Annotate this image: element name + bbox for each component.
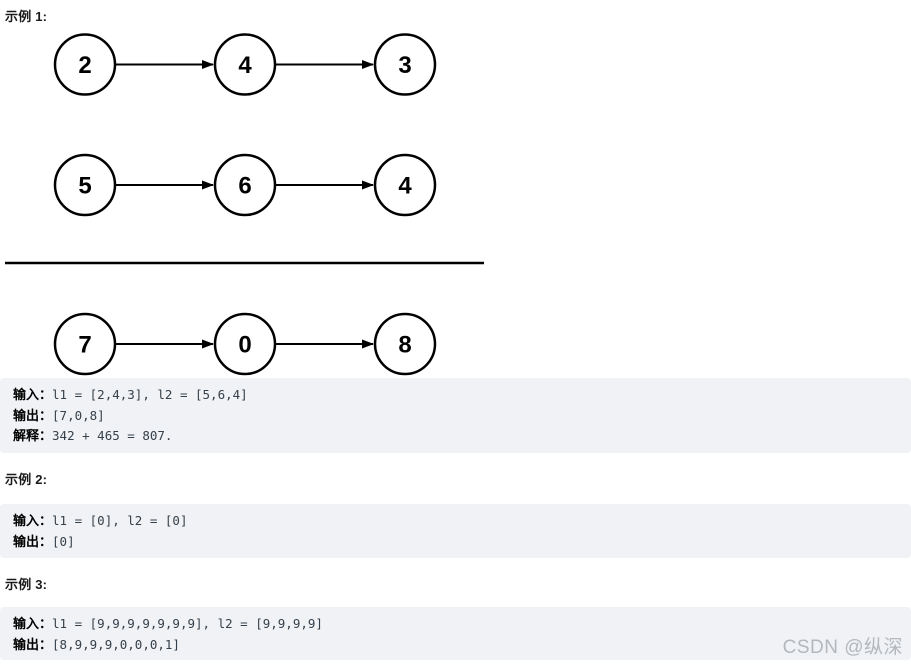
output-line: 输出：[0] [13,532,898,553]
example-3-heading: 示例 3: [5,577,48,592]
input-line: 输入：l1 = [0], l2 = [0] [13,511,898,532]
list-node-circle [373,312,437,376]
linked-list-diagram: 2 4 3 5 6 4 7 0 8 [5,33,484,376]
input-line: 输入：l1 = [2,4,3], l2 = [5,6,4] [13,385,898,406]
output-label: 输出： [13,407,53,423]
list-node-value: 3 [398,52,411,79]
input-label: 输入： [13,513,53,528]
list-node-value: 7 [78,332,91,359]
list-node-circle [373,33,437,96]
list-node-circle [213,33,277,96]
list-node-value: 4 [398,173,412,200]
example-1-block: 输入：l1 = [2,4,3], l2 = [5,6,4] 输出：[7,0,8]… [0,378,911,453]
list-node-circle [373,153,437,217]
example-3-block: 输入：l1 = [9,9,9,9,9,9,9], l2 = [9,9,9,9] … [0,607,911,660]
result-row: 7 0 8 [53,312,437,376]
list-node-circle [53,33,117,96]
input-label: 输入： [13,616,53,631]
explanation-value: 342 + 465 = 807. [52,428,173,443]
output-value: [0] [52,533,75,549]
explanation-line: 解释：342 + 465 = 807. [13,426,898,447]
list-node-circle [53,153,117,217]
list-node-value: 0 [238,332,251,359]
list-node-value: 6 [238,173,251,200]
list-node-value: 4 [238,52,252,79]
list-node-circle [213,312,277,376]
list-node-circle [53,312,117,376]
output-label: 输出： [13,636,53,652]
list-node-value: 2 [78,52,91,79]
input-value: l1 = [9,9,9,9,9,9,9], l2 = [9,9,9,9] [52,616,323,631]
list-node-value: 8 [398,332,411,359]
list-node-value: 5 [78,173,91,200]
example-1-heading: 示例 1: [5,9,48,24]
example-2-heading: 示例 2: [5,472,48,487]
input-value: l1 = [2,4,3], l2 = [5,6,4] [52,387,248,402]
csdn-watermark: CSDN @纵深 [782,637,903,658]
output-value: [7,0,8] [52,407,105,423]
input-value: l1 = [0], l2 = [0] [52,513,188,528]
list-node-circle [213,153,277,217]
input-label: 输入： [13,387,53,402]
example-2-block: 输入：l1 = [0], l2 = [0] 输出：[0] [0,504,911,558]
explanation-label: 解释： [13,428,53,443]
output-value: [8,9,9,9,0,0,0,1] [52,636,180,652]
output-line: 输出：[8,9,9,9,0,0,0,1] [13,635,898,656]
output-line: 输出：[7,0,8] [13,406,898,427]
list1-row: 2 4 3 [53,33,437,96]
output-label: 输出： [13,533,53,549]
input-line: 输入：l1 = [9,9,9,9,9,9,9], l2 = [9,9,9,9] [13,614,898,635]
list2-row: 5 6 4 [53,153,437,217]
